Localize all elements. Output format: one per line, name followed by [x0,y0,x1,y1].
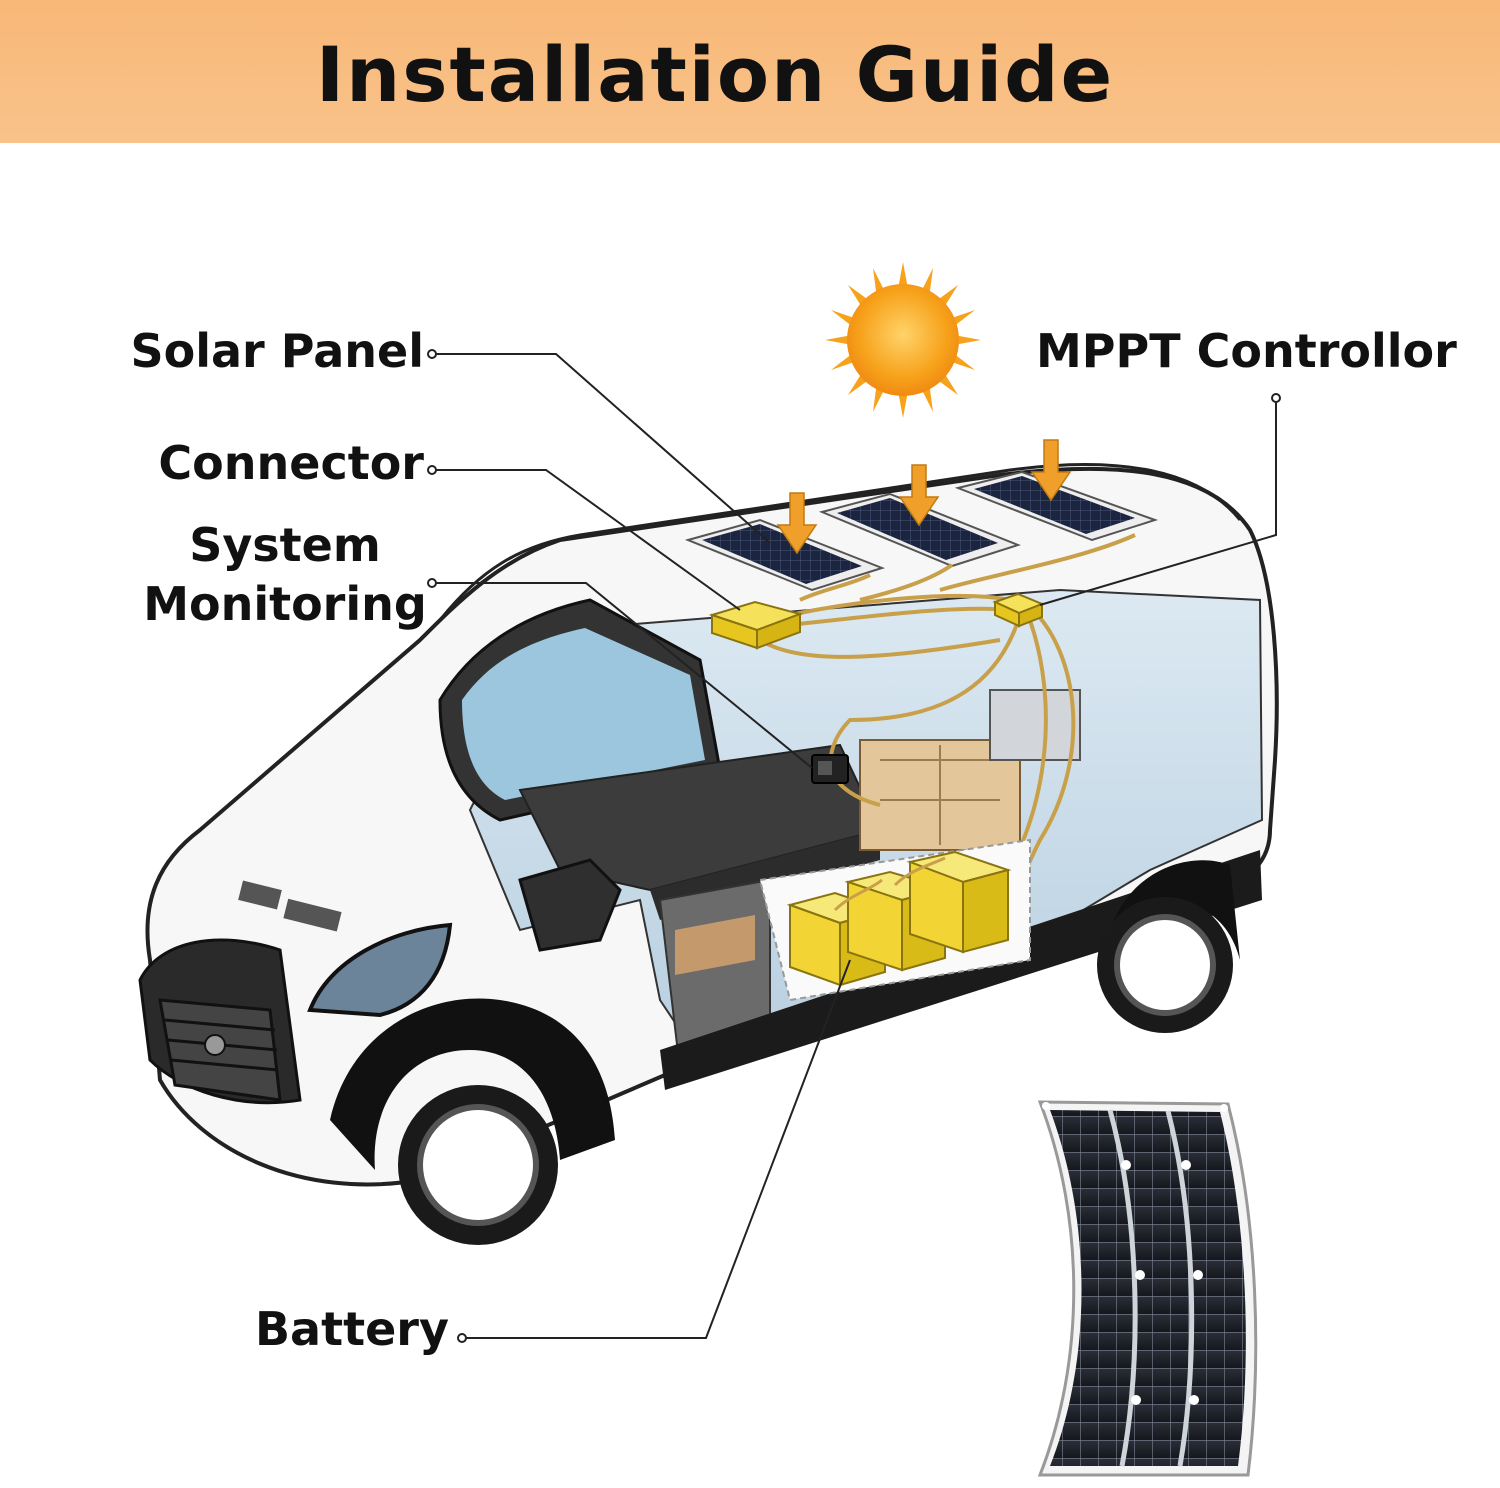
system-monitor-device [812,755,848,783]
label-system-monitoring-line2: Monitoring [140,578,430,631]
sun-icon [825,262,981,418]
label-connector: Connector [158,437,424,490]
label-mppt-controller: MPPT Controllor [1036,325,1457,378]
label-battery: Battery [255,1303,449,1356]
label-system-monitoring-line1: System [145,519,425,572]
flexible-solar-panel [1040,1102,1256,1475]
label-solar-panel: Solar Panel [131,325,424,378]
